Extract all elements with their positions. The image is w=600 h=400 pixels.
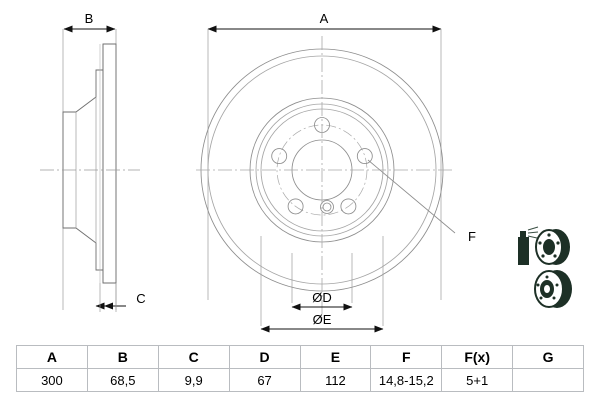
spec-header-c: C	[157, 345, 230, 369]
spec-header-b: B	[86, 345, 159, 369]
front-disc-view: A	[196, 11, 476, 333]
dimension-E-label: ØE	[313, 312, 332, 327]
spec-header-e: E	[299, 345, 372, 369]
leader-line-F: F	[367, 159, 476, 244]
spec-value-a: 300	[16, 368, 88, 392]
dimension-C: C	[95, 283, 146, 312]
dimension-diameter-D: ØD	[291, 253, 353, 311]
spec-value-c: 9,9	[157, 368, 230, 392]
spec-header-fx: F(x)	[441, 345, 514, 369]
product-thumbnail-disc	[534, 270, 572, 308]
spray-can-body	[518, 237, 529, 265]
dimension-A-label: A	[320, 11, 329, 26]
center-axes	[196, 36, 452, 322]
dimension-B: B	[62, 11, 117, 310]
dimension-D-label: ØD	[312, 290, 332, 305]
bolt-hole-2	[356, 148, 373, 165]
dimension-diameter-E: ØE	[260, 236, 384, 333]
bolt-hole-5	[271, 148, 288, 165]
thumb2-disc-bore	[544, 285, 550, 293]
spec-value-e: 112	[299, 368, 372, 392]
side-section-view: B C	[40, 11, 146, 312]
spec-header-a: A	[16, 345, 88, 369]
spec-header-f: F	[370, 345, 443, 369]
thumb1-disc-bolts	[538, 233, 560, 258]
spec-value-f: 14,8-15,2	[370, 368, 443, 392]
spec-table-header-row: A B C D E F F(x) G	[16, 345, 584, 369]
spray-can-nozzle	[520, 231, 526, 237]
bolt-hole-3	[340, 198, 357, 215]
disc-cross-section-profile	[62, 43, 117, 284]
locating-hole-outer	[320, 200, 334, 214]
spec-value-b: 68,5	[86, 368, 159, 392]
thumb2-disc-bolts	[536, 275, 559, 300]
friction-ring-section	[102, 43, 117, 284]
dimension-B-label: B	[85, 11, 94, 26]
spec-value-fx: 5+1	[441, 368, 514, 392]
dimension-F-label: F	[468, 229, 476, 244]
product-thumbnail-spray-and-disc	[518, 226, 570, 265]
leader-F-line	[367, 159, 456, 234]
dimension-C-label: C	[136, 291, 145, 306]
spray-mist	[527, 226, 539, 239]
thumb1-disc-hub	[543, 239, 555, 255]
spec-value-d: 67	[228, 368, 301, 392]
spec-table-value-row: 300 68,5 9,9 67 112 14,8-15,2 5+1	[16, 368, 584, 392]
spec-header-g: G	[512, 345, 584, 369]
spec-value-g	[512, 368, 584, 392]
bolt-hole-4	[287, 198, 304, 215]
spec-header-d: D	[228, 345, 301, 369]
locating-hole-inner	[322, 202, 332, 212]
dimension-C-inner-arrow	[104, 302, 113, 310]
spec-table: A B C D E F F(x) G 300 68,5 9,9 67 112 1…	[16, 345, 584, 392]
spec-table-wrapper: A B C D E F F(x) G 300 68,5 9,9 67 112 1…	[16, 345, 584, 392]
